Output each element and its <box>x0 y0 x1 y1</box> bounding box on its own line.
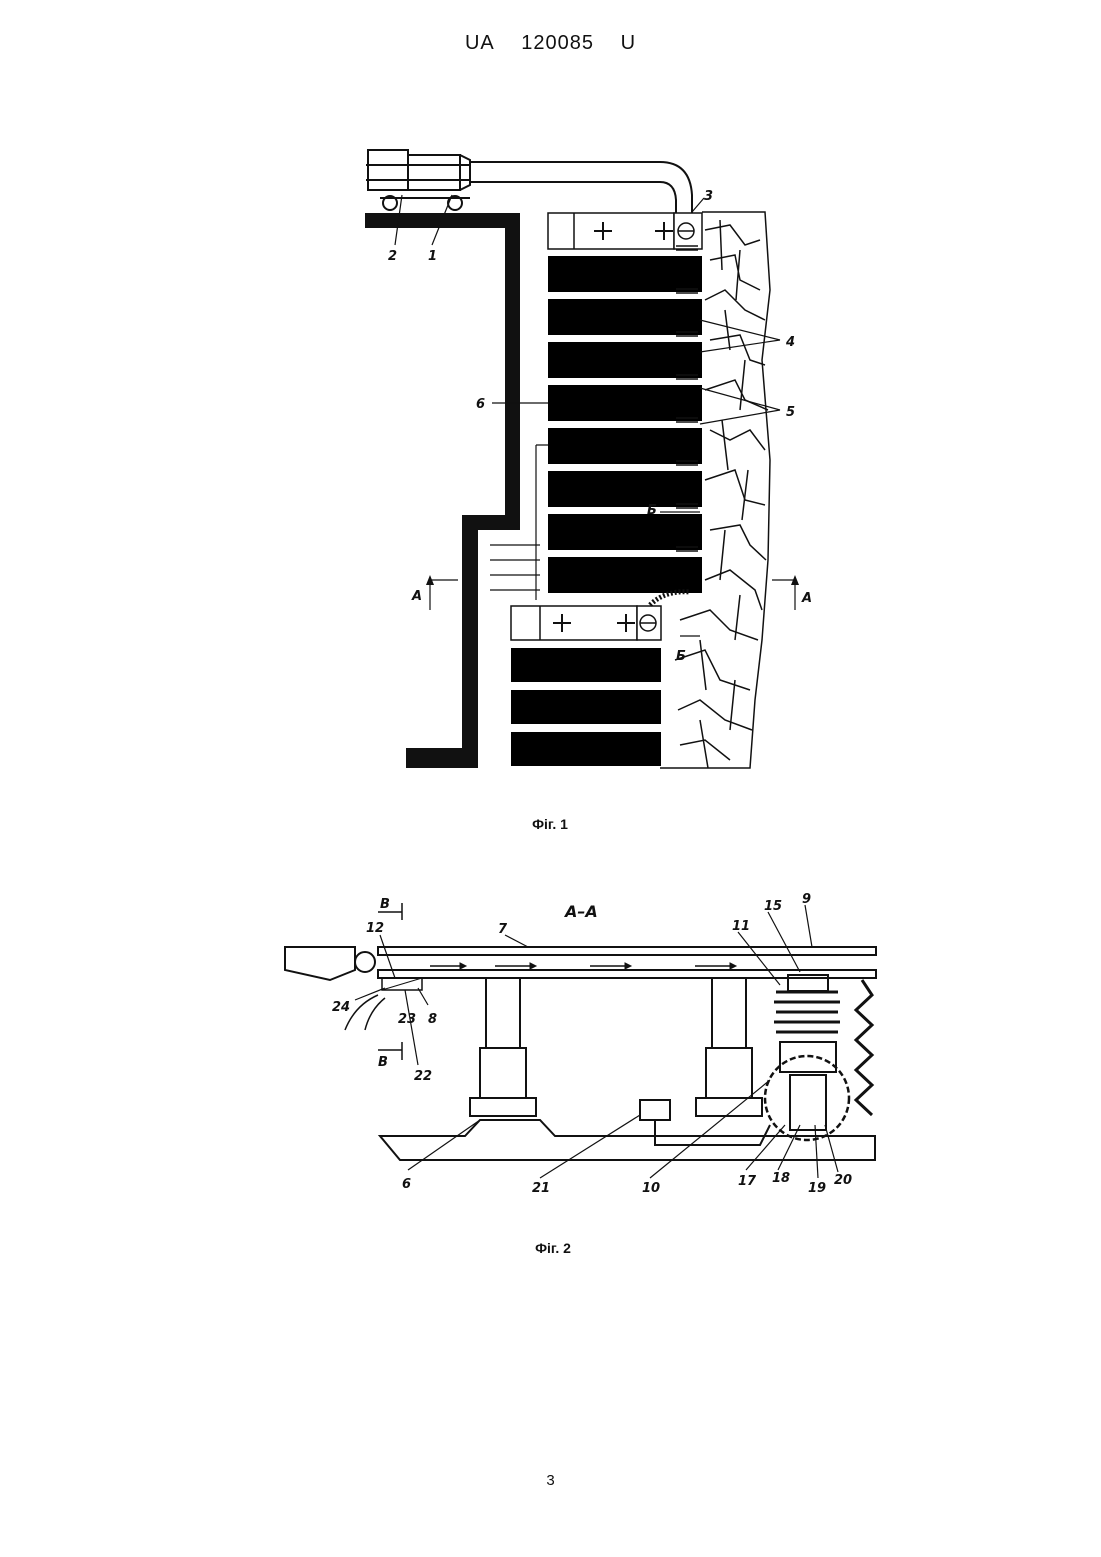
charge-blocks-lower <box>511 606 661 640</box>
fig2-label-15: 15 <box>764 899 782 914</box>
fig1-section-a-right: A <box>801 591 812 606</box>
fig2-label-22: 22 <box>414 1069 432 1084</box>
fig1-label-2: 2 <box>388 249 397 264</box>
fig2-label-17: 17 <box>738 1174 757 1189</box>
fig1-section-a-left: A <box>411 589 422 604</box>
fig2-label-24: 24 <box>332 1000 350 1015</box>
charge-blocks-upper <box>548 213 702 249</box>
fig1-section-b-top: Б <box>647 503 657 518</box>
fig2-label-18: 18 <box>772 1171 790 1186</box>
fig2-label-9: 9 <box>802 892 811 907</box>
fig1-label-5: 5 <box>786 405 795 420</box>
mine-wall <box>365 213 520 768</box>
figure-1-caption: Фіг. 1 <box>450 816 650 832</box>
fig1-label-4: 4 <box>785 335 795 350</box>
fig2-label-20: 20 <box>834 1173 852 1188</box>
fig2-label-21: 21 <box>532 1181 550 1196</box>
pipeline <box>470 162 692 215</box>
fig1-label-6: 6 <box>476 397 485 412</box>
fig2-section-v-top: В <box>380 897 390 912</box>
fig2-label-11: 11 <box>732 919 750 934</box>
fig2-section-v-bottom: В <box>378 1055 388 1070</box>
fig2-section-title: A–A <box>563 902 598 921</box>
fig2-label-19: 19 <box>808 1181 826 1196</box>
figure-2-drawing <box>285 903 876 1178</box>
page-number: 3 <box>0 1472 1101 1489</box>
fig1-label-3: 3 <box>704 189 713 204</box>
charging-machine <box>366 150 470 210</box>
fig2-label-23: 23 <box>398 1012 416 1027</box>
fig2-label-12: 12 <box>366 921 384 936</box>
figure-2-caption: Фіг. 2 <box>453 1240 653 1256</box>
fig1-label-1: 1 <box>428 249 437 264</box>
fig2-label-7: 7 <box>498 922 508 937</box>
fig2-label-10: 10 <box>642 1181 660 1196</box>
fig2-label-8: 8 <box>428 1012 437 1027</box>
fig2-label-6: 6 <box>402 1177 411 1192</box>
fig1-section-b-bottom: Б <box>676 649 686 664</box>
